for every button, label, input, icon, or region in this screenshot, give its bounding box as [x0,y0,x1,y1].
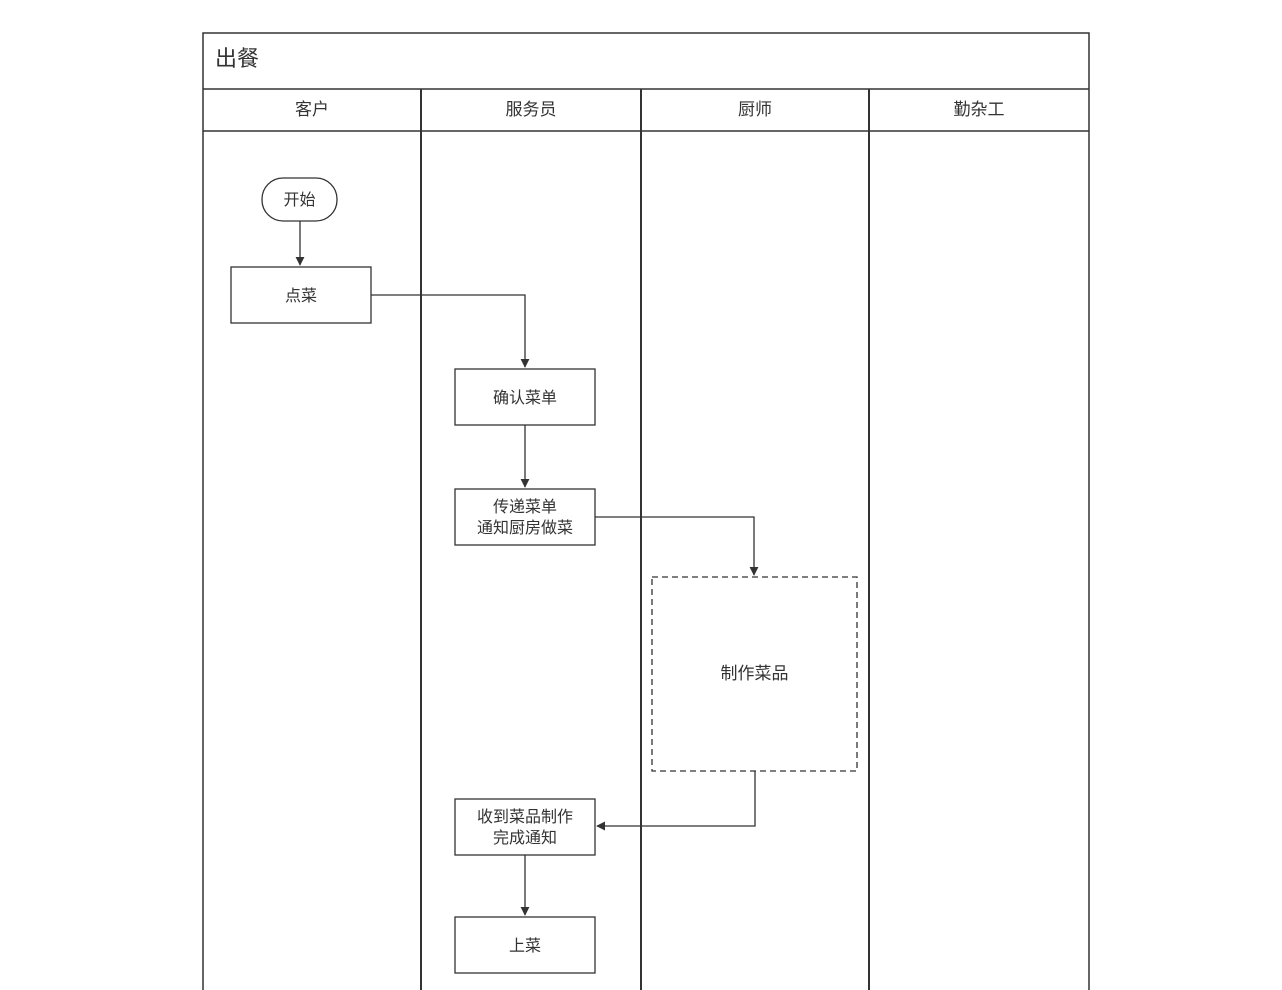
receive-node[interactable] [454,798,596,856]
serve-node-label: 上菜 [508,935,541,955]
start-node-label: 开始 [283,190,316,209]
edge-pass-to-cook [595,516,759,576]
pool-frame [202,32,1090,990]
lane-header-chef: 厨师 [738,99,772,120]
lane-header-customer: 客户 [295,99,329,120]
lane-header-waiter: 服务员 [505,99,557,120]
order-node-label: 点菜 [284,285,317,305]
confirm-node-label: 确认菜单 [492,387,557,407]
serve-node[interactable] [454,916,596,974]
receive-node-label: 收到菜品制作 完成通知 [476,807,573,847]
edge-order-to-confirm [371,294,530,368]
cook-node[interactable] [651,576,858,772]
pass-node-label: 传递菜单 通知厨房做菜 [476,497,573,537]
order-node[interactable] [230,266,372,324]
edge-cook-to-receive [596,771,756,831]
lane-header-handyman: 勤杂工 [953,99,1005,120]
cook-node-label: 制作菜品 [720,663,789,684]
pool-title: 出餐 [215,47,260,72]
